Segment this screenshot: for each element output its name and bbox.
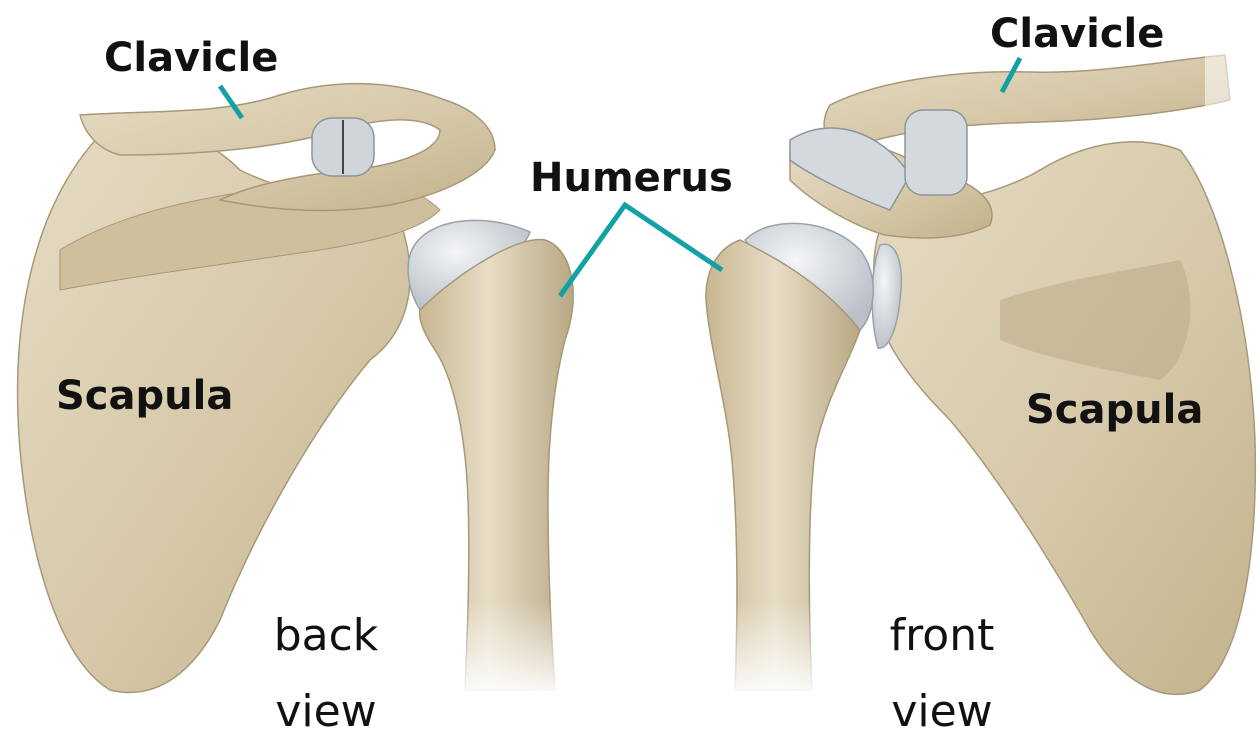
- front-view-caption-line1: front: [842, 614, 1042, 658]
- back-view-caption-line2: view: [226, 690, 426, 734]
- ligament-right-b: [905, 110, 967, 195]
- back-view-caption-line1: back: [226, 614, 426, 658]
- humerus-label: Humerus: [530, 158, 733, 198]
- scapula-label-left: Scapula: [56, 376, 233, 416]
- clavicle-label-right: Clavicle: [990, 14, 1164, 54]
- leader-humerus: [560, 205, 722, 296]
- clavicle-right-shape: [824, 55, 1230, 146]
- front-view-group: [706, 40, 1260, 700]
- clavicle-label-left: Clavicle: [104, 38, 278, 78]
- front-view-caption-line2: view: [842, 690, 1042, 734]
- scapula-label-right: Scapula: [1026, 390, 1203, 430]
